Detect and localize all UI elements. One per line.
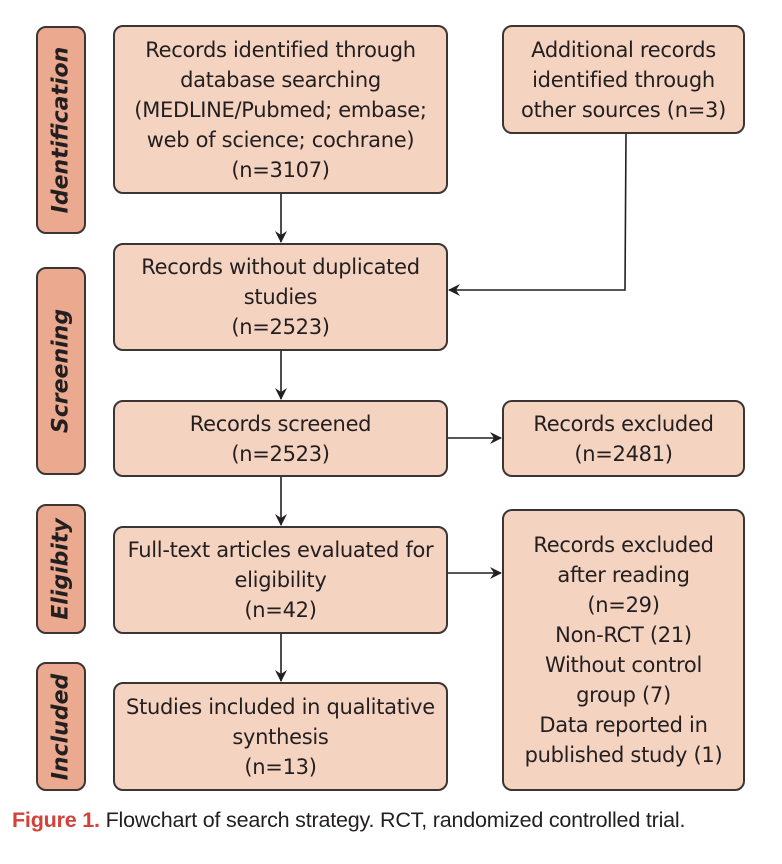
box-text: identified through <box>532 67 715 92</box>
box-text: (MEDLINE/Pubmed; embase; <box>134 97 427 122</box>
box-text: database searching <box>180 67 381 92</box>
box-excluded-after-reading: Records excluded after reading (n=29) No… <box>502 509 745 791</box>
box-screened: Records screened (n=2523) <box>113 400 448 477</box>
box-count: (n=3107) <box>231 157 330 182</box>
stage-screening: Screening <box>36 267 86 475</box>
box-text: Records excluded <box>533 411 714 436</box>
stage-included: Included <box>36 662 86 791</box>
box-text: Records identified through <box>145 37 416 62</box>
box-without-duplicates: Records without duplicated studies (n=25… <box>113 243 448 351</box>
exclusion-reason: published study (1) <box>524 743 723 767</box>
box-text: after reading <box>557 563 690 587</box>
stage-eligibility: Eligibity <box>36 504 86 634</box>
box-identified-other: Additional records identified through ot… <box>502 25 745 134</box>
exclusion-reason: Non-RCT (21) <box>555 623 692 647</box>
stage-identification: Identification <box>36 26 86 234</box>
box-count: (n=2523) <box>231 315 330 339</box>
box-identified-database: Records identified through database sear… <box>113 25 448 194</box>
figure-caption: Figure 1. Flowchart of search strategy. … <box>12 808 685 833</box>
box-text: Records screened <box>189 411 372 436</box>
box-count: (n=2523) <box>231 441 330 466</box>
box-text: studies <box>243 285 318 309</box>
box-count: (n=13) <box>244 754 317 779</box>
box-text: Records excluded <box>533 533 714 557</box>
caption-text: Flowchart of search strategy. RCT, rando… <box>99 808 686 832</box>
exclusion-reason: Without control <box>544 653 703 677</box>
box-text: synthesis <box>232 724 329 749</box>
box-count: (n=42) <box>244 598 317 622</box>
box-text: web of science; cochrane) <box>146 127 415 152</box>
box-excluded: Records excluded (n=2481) <box>502 400 745 477</box>
box-count: (n=29) <box>587 593 660 617</box>
box-text: Additional records <box>531 37 716 62</box>
arrow-other-to-deduplicated <box>448 132 627 296</box>
box-text: Full-text articles evaluated for <box>127 538 434 562</box>
box-text: eligibility <box>234 568 327 592</box>
exclusion-reason: group (7) <box>576 683 671 707</box>
box-included: Studies included in qualitative synthesi… <box>113 682 448 791</box>
box-text: Records without duplicated <box>141 255 420 279</box>
exclusion-reason: Data reported in <box>539 713 708 737</box>
figure-label: Figure 1. <box>12 808 100 832</box>
box-count: (n=2481) <box>574 441 673 466</box>
box-text: other sources (n=3) <box>521 97 726 122</box>
box-full-text: Full-text articles evaluated for eligibi… <box>113 526 448 634</box>
box-text: Studies included in qualitative <box>126 694 435 719</box>
